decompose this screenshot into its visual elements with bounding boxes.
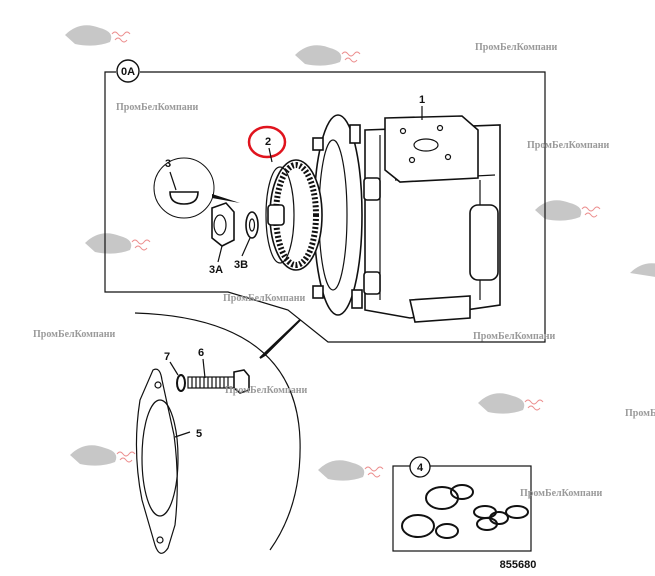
callout-0a: 0A — [121, 66, 135, 78]
callout-3a: 3A — [209, 264, 223, 276]
callout-2: 2 — [265, 136, 271, 148]
washer — [176, 374, 186, 392]
watermark-text: ПромБелКомпани — [223, 293, 306, 304]
callout-3b: 3B — [234, 259, 248, 271]
callout-3: 3 — [165, 158, 171, 170]
callout-7: 7 — [164, 351, 170, 363]
watermark-text: ПромБелКомпани — [475, 42, 558, 53]
o-rings — [401, 484, 529, 539]
watermark-text: ПромБелКомпани — [625, 408, 655, 419]
watermarks: ПромБелКомпани ПромБелКомпани ПромБелКом… — [33, 42, 655, 499]
watermark-text: ПромБелКомпани — [527, 140, 610, 151]
drawing-number: 855680 — [500, 559, 537, 571]
watermark-text: ПромБелКомпани — [473, 331, 556, 342]
pump-assembly — [211, 114, 501, 323]
seal-kit-frame — [392, 465, 532, 552]
watermark-text: ПромБелКомпани — [225, 385, 308, 396]
callout-circle-0a — [116, 59, 140, 83]
callout-5: 5 — [196, 428, 202, 440]
watermark-text: ПромБелКомпани — [33, 329, 116, 340]
highlight-circle-part-2 — [247, 125, 287, 159]
inset-circle-3 — [153, 157, 215, 219]
watermark-text: ПромБелКомпани — [520, 488, 603, 499]
callout-4: 4 — [417, 462, 424, 474]
detail-frame-0a — [104, 71, 546, 343]
gear-teeth — [273, 162, 319, 268]
detail-arc — [134, 312, 301, 551]
detail-pointer — [259, 319, 301, 359]
woodruff-key — [169, 191, 199, 205]
gasket — [135, 368, 178, 554]
watermark-logos — [65, 25, 655, 481]
watermark-text: ПромБелКомпани — [116, 102, 199, 113]
inset-pointer — [212, 194, 240, 203]
callout-1: 1 — [419, 94, 425, 106]
callout-6: 6 — [198, 347, 204, 359]
